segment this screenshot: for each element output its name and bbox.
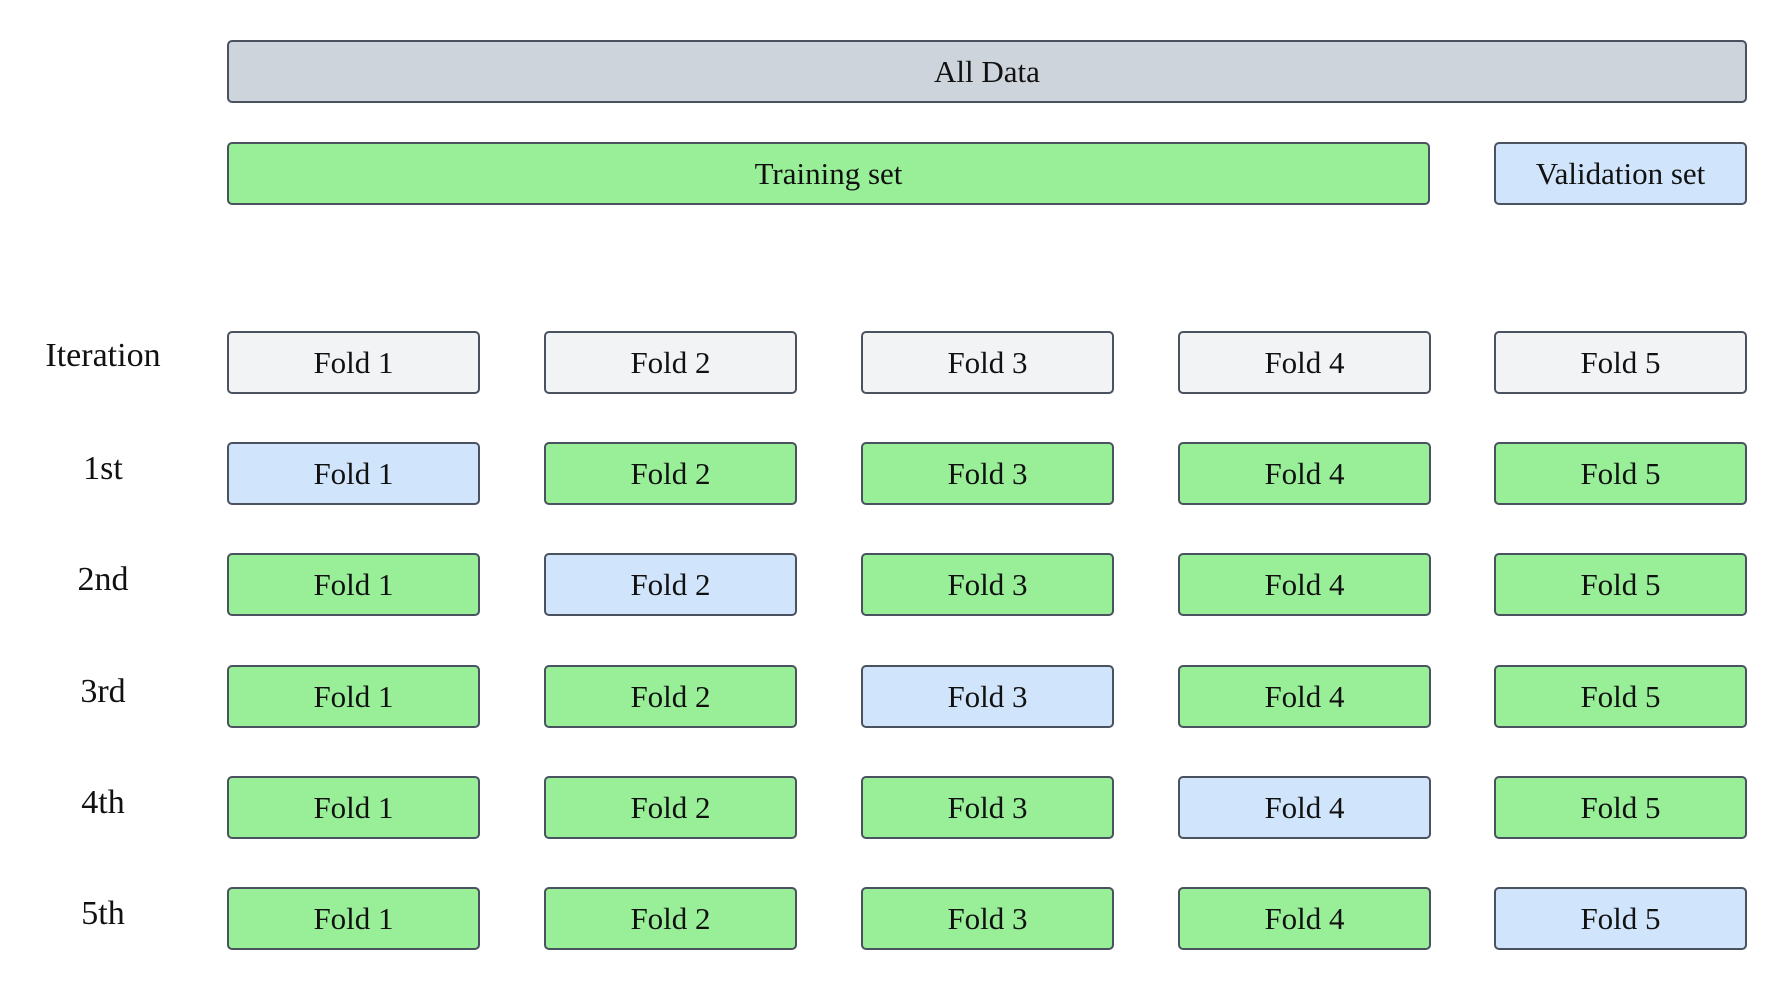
fold-label: Fold 5 [1580,901,1661,936]
fold-box-iteration-2-3: Fold 3 [861,553,1114,616]
fold-box-iteration-3-3: Fold 3 [861,665,1114,728]
fold-box-iteration-5-2: Fold 2 [544,887,797,950]
fold-label: Fold 5 [1580,456,1661,491]
fold-label: Fold 1 [313,567,394,602]
fold-label: Fold 2 [630,901,711,936]
fold-label: Fold 2 [630,567,711,602]
fold-label: Fold 3 [947,567,1028,602]
fold-box-iteration-3-1: Fold 1 [227,665,480,728]
fold-label: Fold 2 [630,456,711,491]
fold-box-header-2: Fold 2 [544,331,797,394]
row-label-iteration-3: 3rd [80,673,126,710]
fold-label: Fold 4 [1264,790,1345,825]
fold-box-iteration-4-2: Fold 2 [544,776,797,839]
training-set-label: Training set [754,156,903,191]
row-label-iteration-4: 4th [81,784,125,821]
fold-label: Fold 2 [630,790,711,825]
fold-label: Fold 5 [1580,679,1661,714]
training-set-bar: Training set [227,142,1430,205]
fold-label: Fold 1 [313,456,394,491]
fold-box-iteration-1-2: Fold 2 [544,442,797,505]
validation-set-label: Validation set [1535,156,1706,191]
all-data-bar: All Data [227,40,1747,103]
fold-label: Fold 2 [630,679,711,714]
fold-box-iteration-4-5: Fold 5 [1494,776,1747,839]
fold-box-header-4: Fold 4 [1178,331,1431,394]
all-data-label: All Data [934,54,1040,89]
fold-box-iteration-5-3: Fold 3 [861,887,1114,950]
fold-box-header-5: Fold 5 [1494,331,1747,394]
fold-label: Fold 4 [1264,456,1345,491]
row-label-iteration-5: 5th [81,895,125,932]
fold-label: Fold 4 [1264,567,1345,602]
fold-box-iteration-4-4: Fold 4 [1178,776,1431,839]
fold-label: Fold 3 [947,456,1028,491]
fold-box-iteration-2-5: Fold 5 [1494,553,1747,616]
row-label-iteration-2: 2nd [77,561,129,598]
fold-label: Fold 3 [947,790,1028,825]
fold-box-iteration-3-4: Fold 4 [1178,665,1431,728]
fold-label: Fold 4 [1264,345,1345,380]
fold-box-iteration-3-5: Fold 5 [1494,665,1747,728]
fold-label: Fold 3 [947,345,1028,380]
fold-label: Fold 5 [1580,345,1661,380]
fold-label: Fold 1 [313,790,394,825]
fold-box-iteration-4-3: Fold 3 [861,776,1114,839]
fold-box-iteration-2-4: Fold 4 [1178,553,1431,616]
fold-box-iteration-4-1: Fold 1 [227,776,480,839]
fold-box-iteration-1-3: Fold 3 [861,442,1114,505]
fold-box-iteration-1-5: Fold 5 [1494,442,1747,505]
fold-box-iteration-5-5: Fold 5 [1494,887,1747,950]
fold-label: Fold 3 [947,679,1028,714]
fold-label: Fold 5 [1580,790,1661,825]
fold-label: Fold 1 [313,345,394,380]
fold-label: Fold 1 [313,901,394,936]
fold-label: Fold 2 [630,345,711,380]
fold-label: Fold 1 [313,679,394,714]
row-label-header: Iteration [45,337,161,374]
fold-label: Fold 5 [1580,567,1661,602]
fold-box-iteration-2-2: Fold 2 [544,553,797,616]
fold-box-iteration-1-4: Fold 4 [1178,442,1431,505]
validation-set-bar: Validation set [1494,142,1747,205]
fold-box-iteration-5-4: Fold 4 [1178,887,1431,950]
row-label-iteration-1: 1st [83,450,123,487]
fold-box-iteration-1-1: Fold 1 [227,442,480,505]
fold-box-iteration-3-2: Fold 2 [544,665,797,728]
fold-box-iteration-5-1: Fold 1 [227,887,480,950]
fold-box-header-3: Fold 3 [861,331,1114,394]
fold-label: Fold 4 [1264,901,1345,936]
fold-label: Fold 4 [1264,679,1345,714]
fold-box-iteration-2-1: Fold 1 [227,553,480,616]
fold-box-header-1: Fold 1 [227,331,480,394]
fold-label: Fold 3 [947,901,1028,936]
